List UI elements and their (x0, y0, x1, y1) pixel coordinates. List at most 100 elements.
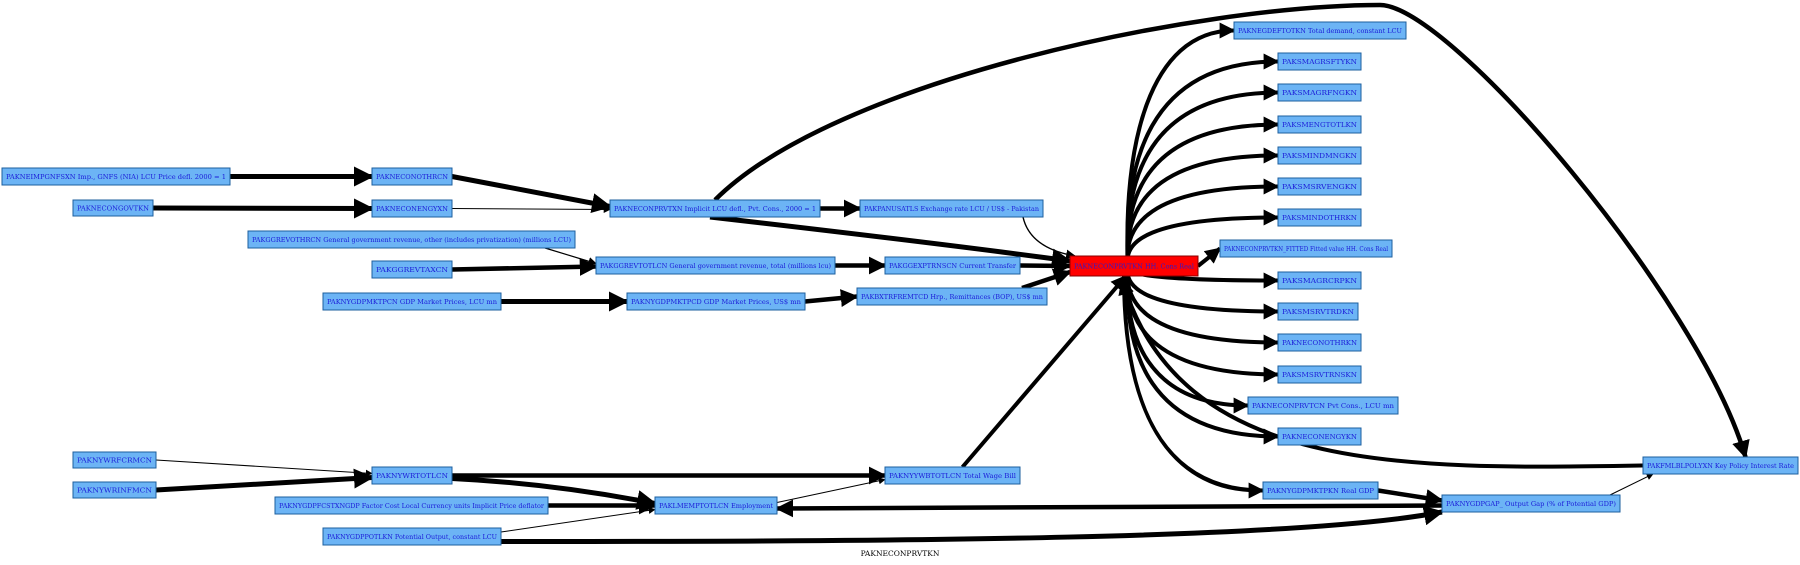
node-box (322, 527, 502, 546)
node-label: PAKPANUSATLS Exchange rate LCU / US$ - P… (864, 205, 1039, 213)
graph-node-conprvtcn: PAKNECONPRVTCN Pvt Cons., LCU mn (1247, 396, 1399, 415)
graph-node-gdppotl: PAKNYGDPPOTLKN Potential Output, constan… (322, 527, 502, 546)
graph-node-wrinfm: PAKNYWRINFMCN (72, 481, 157, 499)
node-box (1277, 365, 1362, 384)
node-label: PAKNECONENGYXN (376, 205, 448, 213)
edges (152, 2, 1750, 544)
node-label: PAKLMEMPTOTLCN Employment (659, 502, 773, 510)
node-box (371, 167, 453, 186)
edge-conothr-to-conprvtxn (451, 174, 612, 213)
node-label: PAKSMSRVTRNSKN (1282, 371, 1357, 379)
node-label: PAKNYGDPFCSTXNGDP Factor Cost Local Curr… (279, 502, 545, 510)
edge-genrevoth-to-ggrevtotl (544, 247, 597, 266)
graph-node-center: PAKNECONPRVTKN HH. Cons Real (1069, 255, 1199, 277)
node-label: PAKGGREVTOTLCN General government revenu… (600, 262, 831, 270)
node-label: PAKNYWRTOTLCN (376, 472, 448, 480)
edge-coneng-to-conprvtxn (451, 205, 611, 213)
edge-policy-to-center (1118, 278, 1644, 469)
edge-gdppotl-to-lmemp (500, 506, 656, 533)
graph-node-gdpmktp_cn: PAKNYGDPMKTPCN GDP Market Prices, LCU mn (322, 292, 502, 311)
graph-node-t6: PAKSMINDOTHRKN (1277, 208, 1362, 227)
node-box (1219, 239, 1393, 258)
graph-node-wrtotl: PAKNYWRTOTLCN (371, 466, 453, 485)
graph-node-ggexp: PAKGGEXPTRNSCN Current Transfer (884, 256, 1021, 275)
node-label: PAKSMSRVTRDKN (1282, 308, 1354, 316)
node-box (371, 466, 453, 485)
node-box (1277, 302, 1359, 321)
node-label: PAKNYGDPPOTLKN Potential Output, constan… (327, 533, 498, 541)
node-label: PAKNECONOTHRKN (1282, 339, 1357, 347)
edge-ggexp-to-center (1019, 256, 1072, 275)
node-box (371, 260, 453, 279)
node-label: PAKNECONPRVTCN Pvt Cons., LCU mn (1252, 402, 1394, 410)
node-box (595, 256, 836, 275)
edge-lmemp-to-wagebill (776, 477, 886, 503)
graph-node-concxn: PAKNECONOTHRCN (371, 167, 453, 186)
node-box (1247, 396, 1399, 415)
graph-node-wagebill: PAKNYYWBTOTLCN Total Wage Bill (884, 466, 1021, 485)
node-box (72, 199, 154, 217)
node-box (371, 199, 453, 218)
graph-node-congov: PAKNECONGOVTKN (72, 199, 154, 217)
node-box (247, 230, 576, 249)
graph-node-exchrate: PAKPANUSATLS Exchange rate LCU / US$ - P… (859, 199, 1044, 218)
graph-node-ggrevtax: PAKGGREVTAXCN (371, 260, 453, 279)
node-label: PAKNYWRINFMCN (77, 486, 152, 494)
node-label: PAKGGREVOTHRCN General government revenu… (252, 236, 571, 244)
node-label: PAKNECONENGYKN (1282, 433, 1357, 441)
graph-node-t5: PAKSMSRVENGKN (1277, 177, 1362, 196)
graph-node-gdefl: PAKNEGDEFTOTKN Total demand, constant LC… (1233, 21, 1407, 40)
node-label: PAKSMSRVENGKN (1282, 183, 1357, 191)
edge-center-to-gdpmktpkn (1122, 275, 1265, 499)
edge-conprvtxn-to-policy (713, 2, 1750, 459)
node-box (322, 292, 502, 311)
node-box (72, 481, 157, 499)
node-box (1277, 177, 1362, 196)
graph-node-t1: PAKSMAGRSFTYKN (1277, 52, 1362, 71)
node-box (1069, 255, 1199, 277)
graph-node-gdpimp: PAKNEIMPGNFSXN Imp., GNFS (NIA) LCU Pric… (1, 167, 231, 186)
node-box (1277, 271, 1362, 290)
node-label: PAKSMINDMNGKN (1282, 152, 1357, 160)
node-label: PAKNYWRFCRMCN (77, 456, 152, 464)
edge-center-to-fitted (1196, 246, 1222, 268)
node-label: PAKNYGDPMKTPCN GDP Market Prices, LCU mn (327, 298, 497, 306)
node-label: PAKNEGDEFTOTKN Total demand, constant LC… (1238, 27, 1403, 35)
node-label: PAKSMINDOTHRKN (1282, 214, 1357, 222)
edge-remit-to-center (1021, 268, 1072, 291)
edge-gdpgap-to-policy (1609, 473, 1654, 496)
node-label: PAKNYYWBTOTLCN Total Wage Bill (889, 472, 1016, 480)
edge-conprvtxn-to-center (709, 214, 1072, 269)
graph-node-t3: PAKSMENGTOTLKN (1277, 115, 1362, 134)
node-box (72, 451, 157, 469)
node-box (1233, 21, 1407, 40)
edge-gdpmktpkn-to-gdpgap (1377, 488, 1444, 507)
graph-node-gdpmktp_cd: PAKNYGDPMKTPCD GDP Market Prices, US$ mn (626, 292, 806, 311)
graph-node-gdpfcst: PAKNYGDPFCSTXNGDP Factor Cost Local Curr… (274, 496, 549, 515)
graph-node-lmemp: PAKLMEMPTOTLCN Employment (654, 496, 778, 515)
edge-ggrevtax-to-ggrevtotl (451, 257, 598, 276)
node-box (274, 496, 549, 515)
graph-node-coneng: PAKNECONENGYXN (371, 199, 453, 218)
node-label: PAKSMAGRCRPKN (1282, 277, 1357, 285)
graph-node-gdpgap: PAKNYGDPGAP_ Output Gap (% of Potential … (1441, 494, 1621, 513)
node-label: PAKGGREVTAXCN (376, 266, 448, 274)
edge-wrtotl-to-lmemp (451, 476, 657, 510)
node-box (1277, 115, 1362, 134)
node-box (609, 199, 821, 218)
nodes: PAKNEIMPGNFSXN Imp., GNFS (NIA) LCU Pric… (1, 21, 1799, 546)
graph-node-wfcrm: PAKNYWRFCRMCN (72, 451, 157, 469)
node-box (1, 167, 231, 186)
node-label: PAKNECONGOVTKN (77, 204, 149, 212)
node-label: PAKNYGDPMKTPKN Real GDP (1267, 487, 1375, 495)
node-box (654, 496, 778, 515)
graph-node-t7: PAKSMAGRCRPKN (1277, 271, 1362, 290)
node-label: PAKFMLBLPOLYXN Key Policy Interest Rate (1647, 462, 1794, 470)
node-box (1642, 456, 1799, 475)
node-box (1277, 208, 1362, 227)
node-label: PAKNYGDPMKTPCD GDP Market Prices, US$ mn (631, 298, 801, 306)
graph-node-policy: PAKFMLBLPOLYXN Key Policy Interest Rate (1642, 456, 1799, 475)
graph-node-t11: PAKNECONENGYKN (1277, 427, 1362, 446)
edge-gdpgap-to-lmemp (775, 499, 1443, 518)
